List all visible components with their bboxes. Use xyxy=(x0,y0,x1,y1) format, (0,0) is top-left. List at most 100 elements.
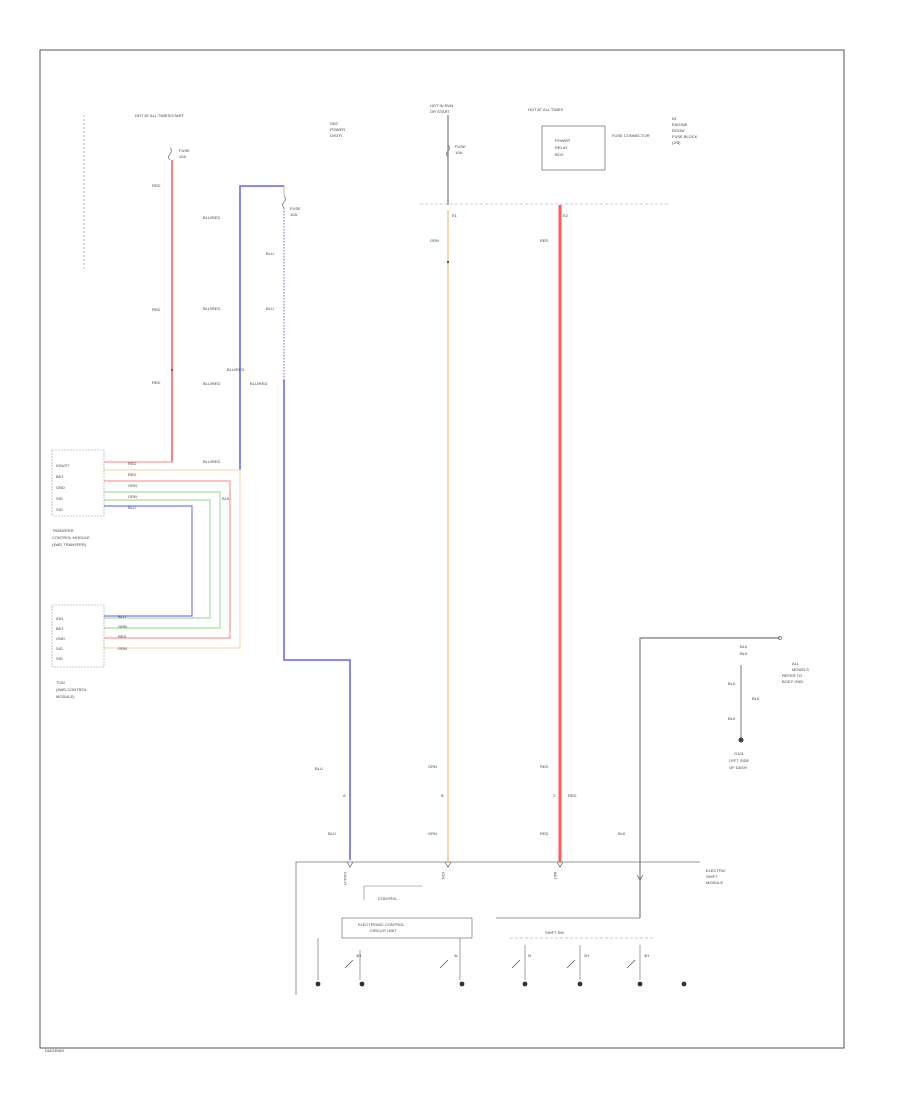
module-outline xyxy=(295,861,700,995)
power-relay-2: RELAY xyxy=(555,145,568,150)
junction-right xyxy=(778,636,782,640)
wire-blue-left xyxy=(239,185,284,470)
wire-green-box1 xyxy=(104,491,221,629)
switch-label-2: 4L xyxy=(454,953,459,958)
wire-label-blk-5: BLK xyxy=(728,716,736,721)
wire-red-box1 xyxy=(104,480,231,639)
ipdm-note-3: ROOM xyxy=(672,128,684,133)
wire-blue-box1 xyxy=(104,505,193,617)
ipdm-note-2: ENGINE xyxy=(672,122,688,127)
box2-wire-3: RED xyxy=(118,634,127,639)
gnd-sub-1: G101 xyxy=(734,751,745,756)
module-bus-1: ELECTRIC xyxy=(706,868,726,873)
fuse-left-symbol xyxy=(168,147,172,161)
wire-label-blk-4: BLK xyxy=(728,681,736,686)
fuse-left-label: FUSE xyxy=(179,148,190,153)
pin-c: C xyxy=(553,793,556,798)
ground-dot-3 xyxy=(459,981,465,987)
gnd-label-1: ALL xyxy=(792,661,800,666)
ground-pin: BLK xyxy=(752,696,760,701)
wire-label-red-2: RED xyxy=(152,307,161,312)
box1-wire-4: GRN xyxy=(128,494,137,499)
wire-blue-to-module xyxy=(283,380,351,860)
gnd-label-3: REFER TO xyxy=(782,673,802,678)
box1-wire-2: RED xyxy=(128,472,137,477)
ground-dot-5 xyxy=(577,981,583,987)
ground-dot-7 xyxy=(681,981,687,987)
fuse-center-amp: 10A xyxy=(455,150,462,155)
box1-line-1: IGN/ST xyxy=(56,463,70,468)
ground-dot-6 xyxy=(637,981,643,987)
fuse-center-symbol xyxy=(446,144,450,158)
pin-b: B xyxy=(441,793,444,798)
box2-line-3: GND xyxy=(56,636,65,641)
pin-arrow-2 xyxy=(444,861,452,868)
ground-icon xyxy=(738,737,744,743)
wire-label-blu-10: BLU xyxy=(328,831,336,836)
switch-label-1: 4H xyxy=(356,953,361,958)
power-relay-3: BOX xyxy=(555,152,564,157)
ground-dot-4 xyxy=(522,981,528,987)
see-power-bot: DISTR. xyxy=(330,133,343,138)
main-control-unit xyxy=(341,917,473,939)
wire-label-blu-8: BLU xyxy=(266,306,274,311)
wire-label-red-6: RED xyxy=(568,793,577,798)
fuse-box-left-label: HOT AT ALL TIMES/START xyxy=(135,113,185,118)
wire-label-red-3: RED xyxy=(152,380,161,385)
box2-caption-3: MODULE) xyxy=(56,694,75,699)
wire-label-grn-1: GRN xyxy=(430,238,439,243)
hot-run-bot: OR START xyxy=(430,109,450,114)
box2-caption-2: (4WD CONTROL xyxy=(56,687,88,692)
wire-label-blu-4: BLU/RED xyxy=(227,367,244,372)
box1-line-4: SIG xyxy=(56,496,63,501)
box2-line-1: IGN xyxy=(56,616,63,621)
tcm-box xyxy=(51,604,105,668)
box1-line-2: BAT xyxy=(56,474,64,479)
wire-label-blk-3: BLK xyxy=(740,651,748,656)
wire-label-blu-3: BLU/RED xyxy=(203,381,220,386)
switch-label-5: 4H xyxy=(644,953,649,958)
pin-arrow-3 xyxy=(556,861,564,868)
fuse-mid-left-label: FUSE xyxy=(290,206,301,211)
conn-e1: E1 xyxy=(452,213,458,218)
ground-dot-1 xyxy=(315,981,321,987)
gnd-sub-3: OF DASH xyxy=(729,765,747,770)
gnd-label-4: BODY GND xyxy=(782,679,803,684)
box1-wire-1: RED xyxy=(128,461,137,466)
wire-label-blu-6: BLU/RED xyxy=(203,459,220,464)
fuse-mid-left-amp: 10A xyxy=(290,212,297,217)
pin-a: A xyxy=(343,793,346,798)
box2-line-5: SIG xyxy=(56,656,63,661)
switch-group xyxy=(317,938,641,980)
box2-wire-1: BLU xyxy=(118,614,126,619)
hot-all-times: HOT AT ALL TIMES xyxy=(528,107,563,112)
hot-run-top: HOT IN RUN xyxy=(430,103,453,108)
pin-label-2: IGN xyxy=(441,872,446,879)
splice-point xyxy=(171,369,173,371)
ipdm-note-5: (J/B) xyxy=(672,140,681,145)
box1-caption-1: TRANSFER xyxy=(52,528,74,533)
shift-switch-label: SHIFT SW xyxy=(545,930,564,935)
fuse-connector-label: FUSE CONNECTOR xyxy=(612,133,650,138)
box2-wire-4: GRN xyxy=(118,646,127,651)
pin-label-3: BAT xyxy=(553,872,558,880)
ground-dot-2 xyxy=(359,981,365,987)
main-unit-label-2: CIRCUIT UNIT xyxy=(370,928,397,933)
box1-wire-3: GRN xyxy=(128,483,137,488)
module-inner-label: CONTROL xyxy=(378,896,398,901)
pin-arrow-4 xyxy=(636,874,644,881)
wire-label-blk-1: BLK xyxy=(222,496,230,501)
switch-label-4: 2H xyxy=(584,953,589,958)
transfer-module-box xyxy=(51,449,105,517)
box1-line-5: SIG xyxy=(56,507,63,512)
wire-black-right xyxy=(639,637,780,918)
box2-caption-1: TCM xyxy=(56,680,65,685)
power-relay-box xyxy=(541,125,606,171)
box2-wire-2: GRN xyxy=(118,624,127,629)
power-relay-1: POWER xyxy=(555,138,570,143)
wire-label-blu-7: BLU xyxy=(266,251,274,256)
see-power-top: SEE xyxy=(330,121,338,126)
wire-label-grn-2: GRN xyxy=(428,764,437,769)
wire-label-grn-3: GRN xyxy=(428,831,437,836)
